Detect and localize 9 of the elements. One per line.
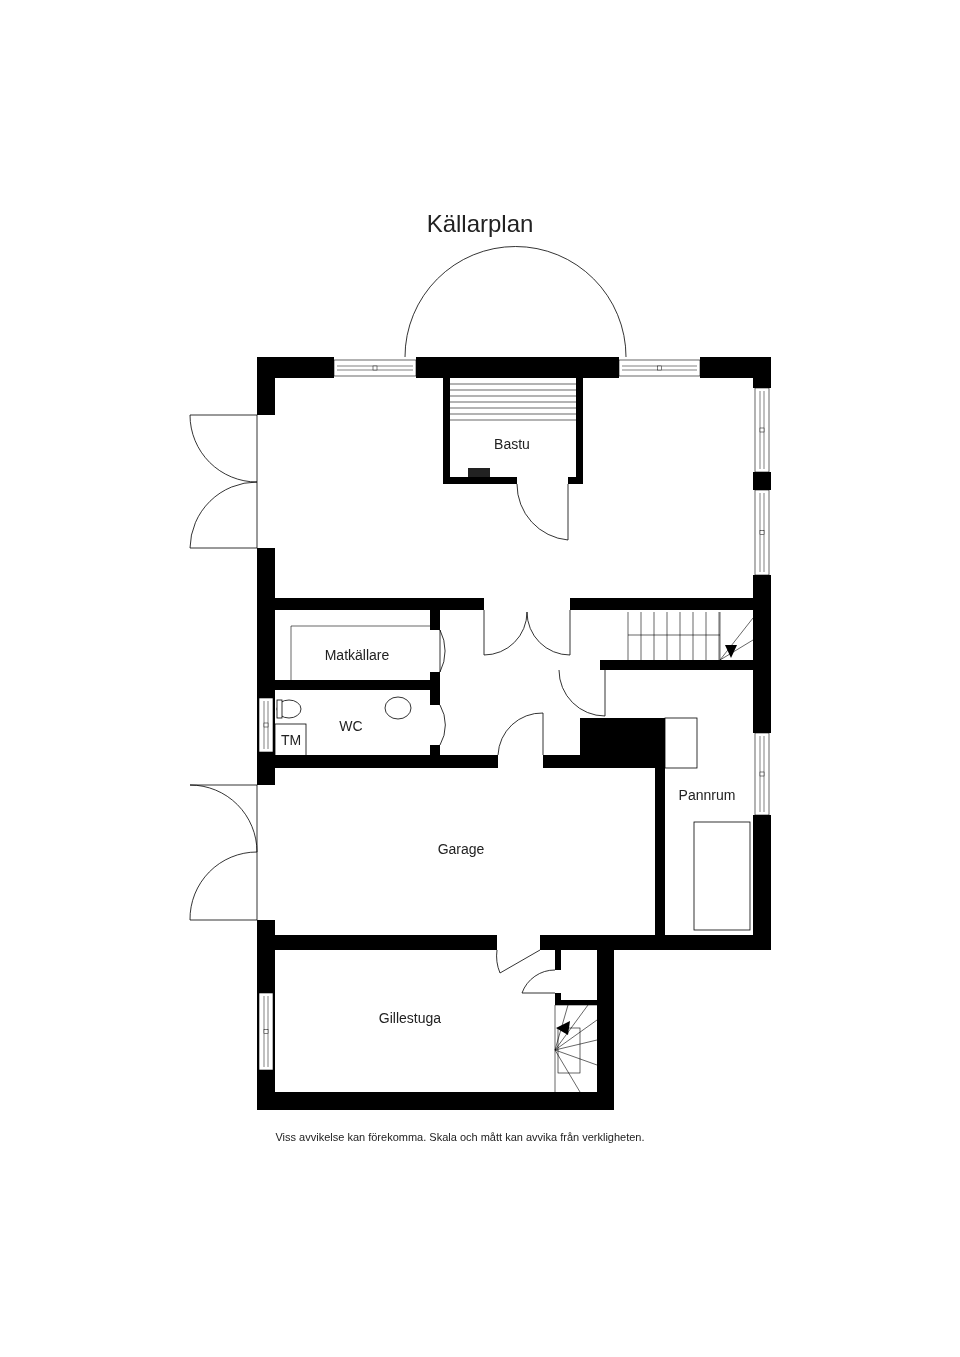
room-label: Garage — [437, 841, 485, 857]
room-label: TM — [280, 732, 302, 748]
disclaimer-note: Viss avvikelse kan förekomma. Skala och mått kan avvika från verkligheten. — [275, 1131, 645, 1143]
room-label: WC — [339, 718, 363, 734]
plan-title: Källarplan — [426, 210, 534, 238]
room-label: Pannrum — [678, 787, 736, 803]
room-label: Gillestuga — [378, 1010, 442, 1026]
room-label: Bastu — [494, 436, 530, 452]
room-label: Matkällare — [324, 647, 390, 663]
